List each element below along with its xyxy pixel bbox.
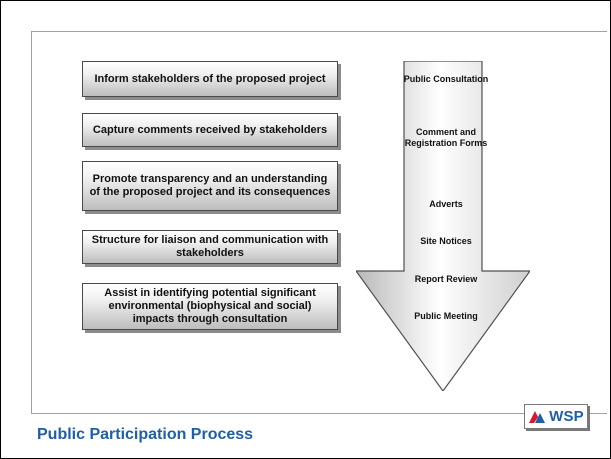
- objective-box-2: Capture comments received by stakeholder…: [82, 113, 338, 147]
- objective-box-3: Promote transparency and an understandin…: [82, 161, 338, 211]
- content-frame: [31, 31, 607, 414]
- slide-title: Public Participation Process: [37, 426, 254, 443]
- arrow-step-3: Adverts: [429, 199, 463, 209]
- objective-text-3: Promote transparency and an understandin…: [89, 173, 331, 198]
- objective-text-2: Capture comments received by stakeholder…: [92, 123, 328, 136]
- arrow-step-2: Comment and Registration Forms: [404, 127, 488, 148]
- objective-text-4: Structure for liaison and communication …: [91, 234, 329, 259]
- objective-box-1: Inform stakeholders of the proposed proj…: [82, 61, 338, 97]
- arrow-step-4: Site Notices: [420, 236, 472, 246]
- objective-box-4: Structure for liaison and communication …: [82, 230, 338, 264]
- objective-box-5: Assist in identifying potential signific…: [82, 283, 338, 330]
- wsp-logo: WSP: [524, 404, 588, 429]
- arrow-step-6: Public Meeting: [414, 311, 478, 321]
- arrow-step-1: Public Consultation: [403, 74, 489, 84]
- process-arrow-shape: [356, 61, 530, 391]
- logo-text: WSP: [549, 408, 584, 425]
- wsp-logo-mark-icon: [529, 410, 546, 423]
- objective-text-1: Inform stakeholders of the proposed proj…: [94, 72, 326, 85]
- arrow-step-5: Report Review: [414, 274, 478, 284]
- process-arrow: Public Consultation Comment and Registra…: [356, 61, 530, 391]
- objective-text-5: Assist in identifying potential signific…: [104, 287, 316, 325]
